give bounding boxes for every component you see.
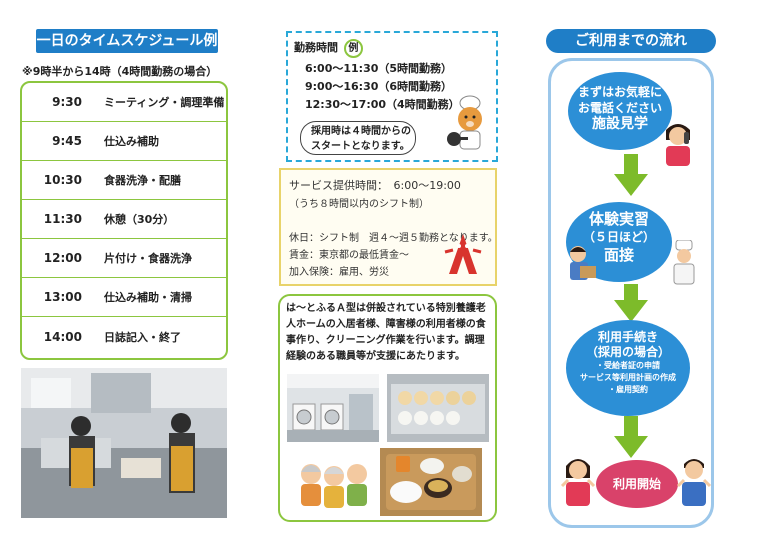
mascot-illustration: [444, 234, 482, 274]
step-facility-visit: まずはお気軽に お電話ください 施設見学: [568, 72, 672, 150]
laundry-room-photo: [287, 374, 379, 442]
example-badge: 例: [343, 39, 363, 58]
program-info-box: [278, 294, 497, 522]
cheering-boy-illustration: [676, 459, 712, 506]
carrying-box-illustration: [570, 246, 596, 280]
schedule-row: 13:00 仕込み補助・清掃: [22, 278, 226, 317]
step-line: （採用の場合）: [585, 345, 670, 359]
hiring-note-line: 採用時は４時間からの: [311, 126, 411, 137]
flow-arrow-down: [614, 284, 648, 322]
schedule-time: 14:00: [43, 329, 82, 344]
kitchen-photo: [21, 368, 227, 518]
schedule-row: 11:30 休憩（30分）: [22, 200, 226, 239]
step-line: まずはお気軽に: [577, 85, 662, 99]
flow-frame: [548, 58, 714, 528]
schedule-activity: 日誌記入・終了: [104, 330, 181, 344]
flow-title: ご利用までの流れ: [546, 29, 716, 53]
service-hours: サービス提供時間： 6:00～19:00: [289, 179, 461, 192]
meal-trays-photo: [387, 374, 489, 442]
program-description: は～とふるＡ型は併設されている特別養護老人ホームの入居者様、障害様の利用者様の食…: [286, 303, 486, 362]
meal-photo: [380, 448, 482, 516]
step-line: 面接: [603, 246, 634, 264]
schedule-activity: ミーティング・調理準備: [104, 96, 225, 109]
step-trial-interview: 体験実習 （５日ほど） 面接: [566, 202, 672, 282]
schedule-row: 14:00 日誌記入・終了: [22, 317, 226, 356]
schedule-time: 10:30: [43, 173, 82, 187]
working-hours-line: 9:00～16:30（6時間勤務）: [305, 80, 453, 93]
procedure-item: ・受給者証の申請: [596, 361, 660, 370]
service-wage: 賃金：東京都の最低賃金～: [289, 250, 409, 261]
cook-illustration: [673, 240, 695, 285]
service-insurance: 加入保険：雇用、労災: [289, 267, 389, 278]
flow-arrow-down: [614, 416, 648, 458]
schedule-time: 9:30: [52, 95, 82, 109]
schedule-time: 12:00: [43, 251, 82, 265]
schedule-row: 12:00 片付け・食器洗浄: [22, 239, 226, 278]
schedule-activity: 休憩（30分）: [104, 213, 175, 226]
service-info-box: [279, 168, 497, 286]
schedule-time: 9:45: [52, 134, 82, 148]
schedule-activity: 仕込み補助: [104, 135, 159, 148]
cheering-girl-illustration: [560, 459, 596, 506]
schedule-row: 10:30 食器洗浄・配膳: [22, 161, 226, 200]
schedule-note: ※9時半から14時（4時間勤務の場合）: [22, 65, 218, 78]
schedule-activity: 仕込み補助・清掃: [104, 291, 192, 304]
schedule-title: 一日のタイムスケジュール例: [36, 29, 218, 53]
seniors-illustration: [301, 464, 367, 508]
hiring-note-line: スタートとなります。: [311, 141, 410, 152]
schedule-row: 9:45 仕込み補助: [22, 122, 226, 161]
dog-chef-illustration: [447, 95, 482, 150]
service-holidays: 休日：シフト制 週４～週５勤務となります。: [289, 233, 498, 244]
working-hours-heading: 勤務時間 例: [294, 39, 363, 58]
schedule-activity: 食器洗浄・配膳: [104, 174, 181, 187]
phone-call-illustration: [666, 124, 690, 166]
flow-arrow-down: [614, 154, 648, 196]
working-hours-line: 12:30～17:00（4時間勤務）: [305, 98, 460, 111]
step-line: （５日ほど）: [582, 230, 655, 244]
procedure-item: ・雇用契約: [608, 385, 648, 394]
step-line: 利用手続き: [597, 330, 658, 344]
step-line: お電話ください: [577, 101, 662, 115]
schedule-activity: 片付け・食器洗浄: [104, 252, 192, 265]
schedule-time: 11:30: [43, 212, 82, 226]
working-hours-box: [286, 31, 498, 162]
service-shift-note: （うち８時間以内のシフト制）: [289, 199, 429, 210]
schedule-table: 9:30 ミーティング・調理準備 9:45 仕込み補助 10:30 食器洗浄・配…: [20, 81, 228, 360]
step-procedures: 利用手続き （採用の場合） ・受給者証の申請 サービス等利用計画の作成 ・雇用契…: [566, 320, 690, 416]
step-start-service: 利用開始: [596, 460, 678, 508]
schedule-time: 13:00: [43, 290, 82, 304]
working-hours-title: 勤務時間: [294, 41, 338, 54]
hiring-note-bubble: 採用時は４時間からの スタートとなります。: [300, 121, 416, 155]
step-line: 体験実習: [588, 210, 649, 228]
schedule-row: 9:30 ミーティング・調理準備: [22, 83, 226, 122]
step-line: 施設見学: [592, 116, 648, 132]
working-hours-line: 6:00～11:30（5時間勤務）: [305, 62, 453, 75]
procedure-item: サービス等利用計画の作成: [580, 373, 676, 382]
